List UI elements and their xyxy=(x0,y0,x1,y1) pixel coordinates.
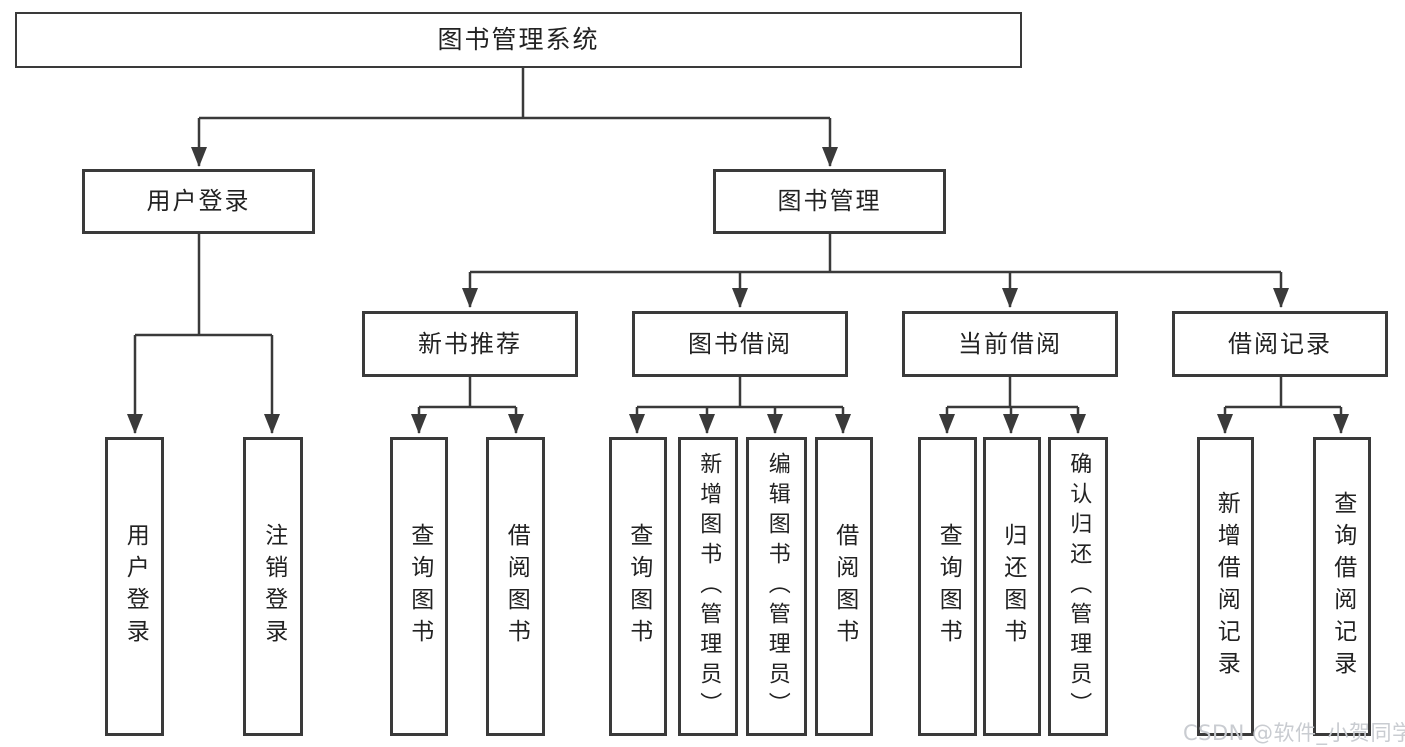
node-book-borrowing: 图书借阅 xyxy=(632,311,848,377)
node-leaf-user-login: 用户登录 xyxy=(105,437,164,736)
node-leaf-bb-query-books: 查询图书 xyxy=(609,437,667,736)
edge-book-mgmt-trunk xyxy=(470,234,1281,274)
node-leaf-br-add-record: 新增借阅记录 xyxy=(1197,437,1254,736)
edge-new-book-rec-trunk xyxy=(419,377,516,409)
edge-root-trunk xyxy=(199,68,830,120)
node-library-system: 图书管理系统 xyxy=(15,12,1022,68)
node-leaf-logout: 注销登录 xyxy=(243,437,303,736)
node-book-management: 图书管理 xyxy=(713,169,946,234)
node-user-login: 用户登录 xyxy=(82,169,315,234)
node-leaf-bb-add-books-admin: 新增图书（管理员） xyxy=(678,437,738,736)
edge-borrow-records-trunk xyxy=(1225,377,1341,409)
node-leaf-cb-confirm-return-admin: 确认归还（管理员） xyxy=(1048,437,1108,736)
csdn-watermark: CSDN @软件_小贺同学 xyxy=(1183,721,1405,745)
node-borrowing-records: 借阅记录 xyxy=(1172,311,1388,377)
node-leaf-br-query-record: 查询借阅记录 xyxy=(1313,437,1371,736)
edge-book-borrow-trunk xyxy=(637,377,843,409)
node-leaf-rec-borrow-books: 借阅图书 xyxy=(486,437,545,736)
node-leaf-cb-query-books: 查询图书 xyxy=(918,437,977,736)
node-leaf-bb-borrow-books: 借阅图书 xyxy=(815,437,873,736)
node-leaf-cb-return-books: 归还图书 xyxy=(983,437,1041,736)
edge-current-borrow-trunk xyxy=(947,377,1078,409)
edge-user-login-trunk xyxy=(135,234,272,337)
node-leaf-rec-query-books: 查询图书 xyxy=(390,437,448,736)
node-new-book-recommendation: 新书推荐 xyxy=(362,311,578,377)
node-current-borrowing: 当前借阅 xyxy=(902,311,1118,377)
node-leaf-bb-edit-books-admin: 编辑图书（管理员） xyxy=(746,437,807,736)
